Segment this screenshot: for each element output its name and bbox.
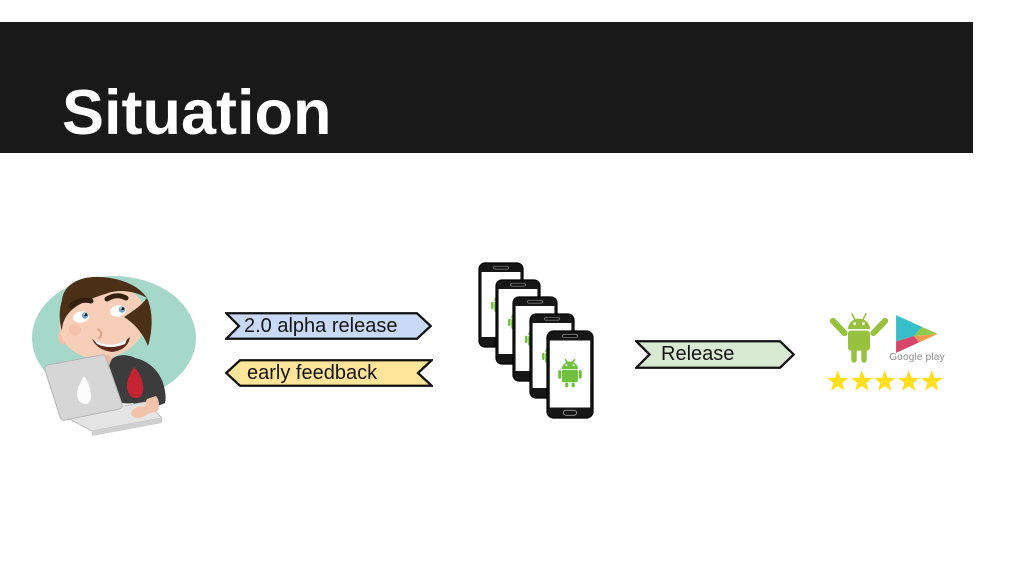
android-robot-celebrating-icon <box>829 313 889 363</box>
star-icon <box>826 369 850 392</box>
banner-release-label: Release <box>661 343 735 365</box>
star-icon <box>850 369 874 392</box>
right-chevron-banner-shape <box>635 340 795 369</box>
right-chevron-banner-shape <box>225 312 432 340</box>
banner-alpha-label: 2.0 alpha release <box>244 314 398 337</box>
banner-release: Release <box>635 340 795 369</box>
rating-stars <box>826 369 944 392</box>
google-play-label: Google play <box>889 352 945 363</box>
left-chevron-banner-shape <box>224 359 433 387</box>
google-play-triangle-icon <box>896 315 938 353</box>
flame-logo-icon <box>127 367 144 398</box>
slide-header: Situation <box>0 22 973 153</box>
developer-at-laptop-illustration <box>32 276 196 436</box>
phone-stack <box>478 262 596 420</box>
banner-early-feedback: early feedback <box>224 359 433 387</box>
banner-feedback-label: early feedback <box>247 361 378 384</box>
phone-icon <box>546 330 594 424</box>
star-icon <box>873 369 897 392</box>
star-icon <box>897 369 921 392</box>
star-icon <box>920 369 944 392</box>
slide-title: Situation <box>62 78 332 148</box>
banner-alpha-release: 2.0 alpha release <box>225 312 432 340</box>
